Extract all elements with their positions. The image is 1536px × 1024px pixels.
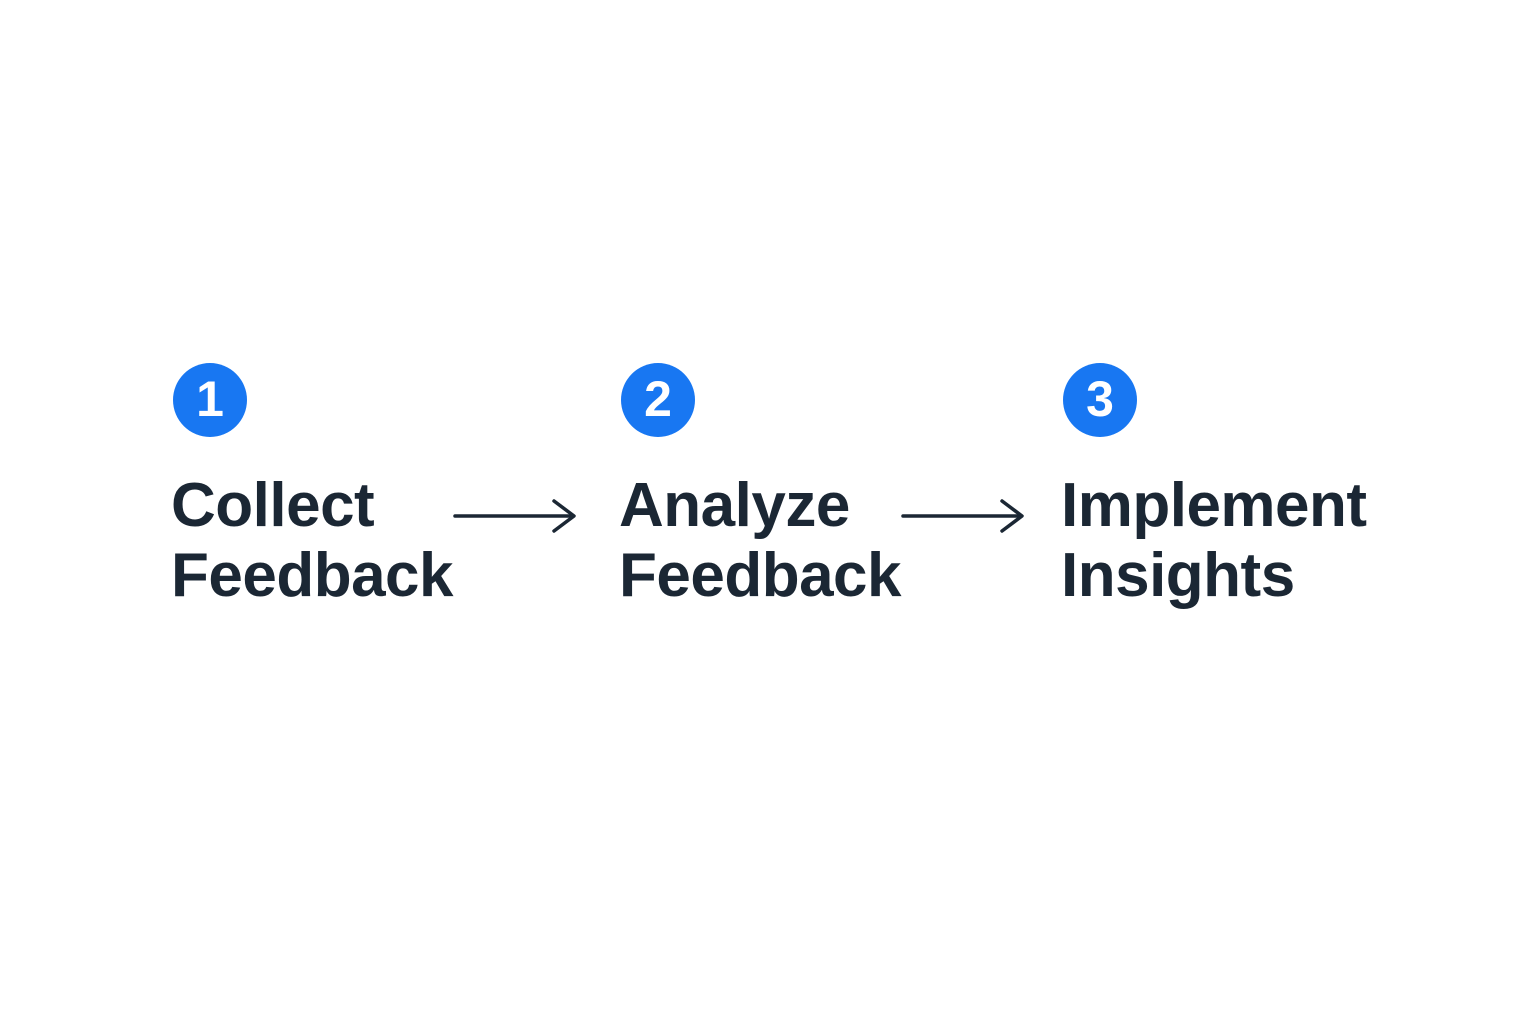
step-title: Implement Insights bbox=[1061, 471, 1367, 611]
step-title-line2: Feedback bbox=[171, 541, 454, 610]
step-title: Analyze Feedback bbox=[619, 471, 902, 611]
step-title: Collect Feedback bbox=[171, 471, 454, 611]
step-title-line2: Feedback bbox=[619, 541, 902, 610]
step-number-badge: 1 bbox=[173, 363, 247, 437]
step-analyze-feedback: 2 Analyze Feedback bbox=[619, 363, 902, 611]
step-number: 3 bbox=[1086, 371, 1114, 427]
step-number-badge: 2 bbox=[621, 363, 695, 437]
step-number: 2 bbox=[644, 371, 672, 427]
step-number-badge: 3 bbox=[1063, 363, 1137, 437]
step-number: 1 bbox=[196, 371, 224, 427]
step-collect-feedback: 1 Collect Feedback bbox=[171, 363, 454, 611]
step-title-line1: Analyze bbox=[619, 471, 850, 540]
arrow-right-icon bbox=[453, 499, 576, 533]
step-title-line1: Implement bbox=[1061, 471, 1367, 540]
step-title-line2: Insights bbox=[1061, 541, 1295, 610]
step-implement-insights: 3 Implement Insights bbox=[1061, 363, 1367, 611]
arrow-right-icon bbox=[901, 499, 1024, 533]
step-title-line1: Collect bbox=[171, 471, 375, 540]
